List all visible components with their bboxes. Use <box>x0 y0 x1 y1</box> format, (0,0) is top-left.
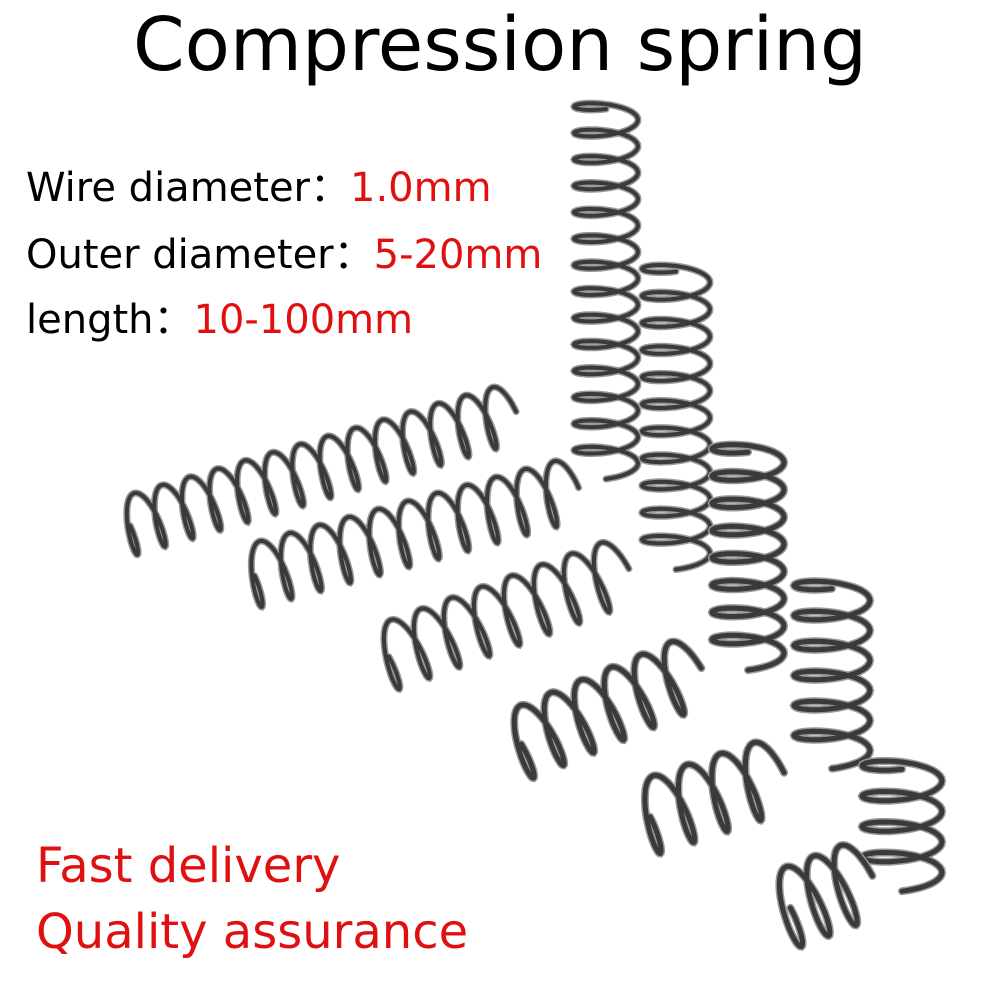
spec-wire-diameter: Wire diameter：1.0mm <box>26 168 492 208</box>
spec-label: Outer diameter： <box>26 232 374 278</box>
spring-vertical-4 <box>789 577 875 773</box>
spec-value: 1.0mm <box>350 165 492 211</box>
spring-coil <box>571 101 641 481</box>
spring-diagonal-1 <box>123 383 520 559</box>
spring-diagonal-4 <box>510 637 706 783</box>
spring-coil <box>776 842 875 950</box>
spring-coil <box>381 540 631 692</box>
spring-coil <box>124 384 519 557</box>
product-title: Compression spring <box>132 2 868 88</box>
spec-outer-diameter: Outer diameter：5-20mm <box>26 235 542 275</box>
spec-value: 5-20mm <box>373 232 543 278</box>
spring-diagonal-6 <box>775 840 877 951</box>
spring-coil <box>249 458 581 610</box>
promo-quality-assurance: Quality assurance <box>36 904 469 960</box>
spring-diagonal-2 <box>247 457 583 611</box>
spec-label: Wire diameter： <box>26 165 351 211</box>
spring-vertical-5 <box>857 756 947 896</box>
spring-coil <box>642 739 787 857</box>
spring-diagonal-5 <box>640 738 789 858</box>
spring-coil <box>791 578 873 772</box>
spec-label: length： <box>26 297 194 343</box>
spring-coil <box>859 758 945 894</box>
spring-vertical-1 <box>569 99 642 483</box>
spring-diagonal-3 <box>380 538 633 694</box>
spec-value: 10-100mm <box>193 297 414 343</box>
spring-coil <box>709 442 787 673</box>
spring-coil-shadow <box>638 261 714 573</box>
spec-length: length：10-100mm <box>26 300 413 340</box>
spring-coil <box>639 262 713 572</box>
spring-vertical-3 <box>707 440 789 675</box>
promo-fast-delivery: Fast delivery <box>36 838 341 894</box>
spring-vertical-2 <box>638 261 714 573</box>
spring-coil <box>511 638 704 781</box>
